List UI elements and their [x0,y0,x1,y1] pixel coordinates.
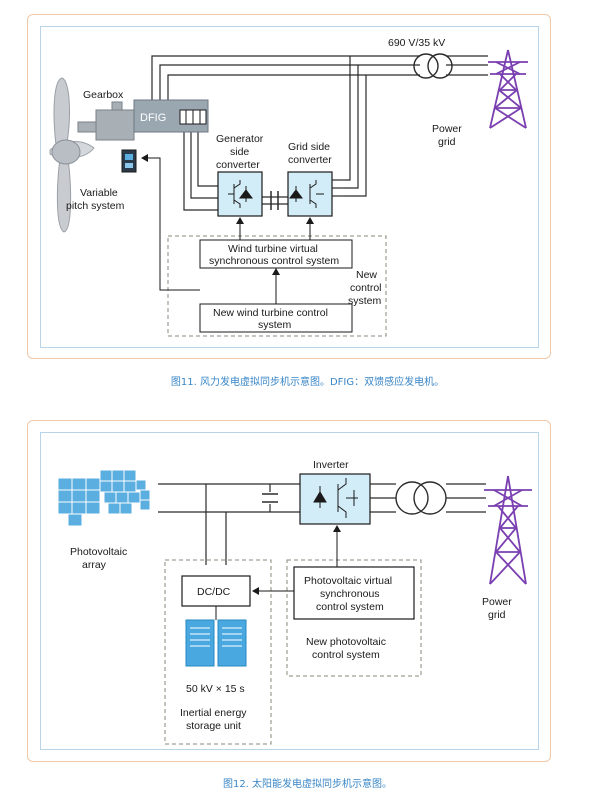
new-wind-label-line2: system [258,319,292,331]
pitch-system-label-line1: Variable [80,187,118,199]
storage-rating: 50 kV × 15 s [186,683,245,695]
dfig-label: DFIG [140,112,166,124]
new-pv-label-line1: New photovoltaic [306,636,386,648]
gearbox-label: Gearbox [83,89,124,101]
figure11-diagram: 690 V/35 kV Power grid [49,37,528,337]
turbine-blades-icon [49,77,95,233]
power-grid-label-line2: grid [438,136,456,148]
power-grid-label-line2: grid [488,609,506,621]
figure12-caption: 图12. 太阳能发电虚拟同步机示意图。 [222,779,393,790]
new-control-system-region [167,235,387,337]
transformer-icon [395,481,447,515]
transformer-icon [413,53,453,79]
grid-conv-label-line1: Grid side [288,141,330,153]
storage-label-line1: Inertial energy [180,707,247,719]
pv-array-label-line1: Photovoltaic [70,546,127,558]
inverter-box [299,473,371,525]
power-grid-label-line1: Power [482,596,512,608]
battery-icon [185,619,247,667]
pv-vsc-box [293,566,415,620]
generator-side-converter [217,171,263,217]
pitch-actuator-icon [121,149,137,173]
gen-conv-label-line3: converter [216,159,260,171]
pv-vsc-label-line2: synchronous [320,588,380,600]
pv-array-icon [57,469,151,527]
transformer-rating: 690 V/35 kV [388,37,445,49]
new-wind-control-box [199,303,353,333]
pv-vsc-label-line1: Photovoltaic virtual [304,575,392,587]
gen-conv-label-line2: side [230,146,249,158]
pv-vsc-label-line3: control system [316,601,384,613]
storage-region [164,559,272,745]
new-pv-label-line2: control system [312,649,380,661]
new-control-label-line3: system [348,295,382,307]
wind-vsc-box [199,239,353,269]
wind-vsc-label-line2: synchronous control system [209,255,339,267]
grid-conv-label-line2: converter [288,154,332,166]
power-grid-label-line1: Power [432,123,462,135]
wind-vsc-label-line1: Wind turbine virtual [228,243,318,255]
power-tower-icon [484,475,532,585]
new-control-label-line2: control [350,282,382,294]
inverter-label: Inverter [313,459,349,471]
new-wind-label-line1: New wind turbine control [213,307,328,319]
storage-label-line2: storage unit [186,720,241,732]
gen-conv-label-line1: Generator [216,133,264,145]
gearbox-box [95,109,135,141]
new-control-label-line1: New [356,269,377,281]
figure11-caption: 图11. 风力发电虚拟同步机示意图。DFIG：双馈感应发电机。 [170,377,445,388]
power-tower-icon [488,49,528,129]
pv-array-label-line2: array [82,559,107,571]
dcdc-label: DC/DC [197,586,231,598]
new-pv-control-region [286,559,422,677]
pitch-system-label-line2: pitch system [66,200,125,212]
slip-ring-icon [179,109,207,125]
